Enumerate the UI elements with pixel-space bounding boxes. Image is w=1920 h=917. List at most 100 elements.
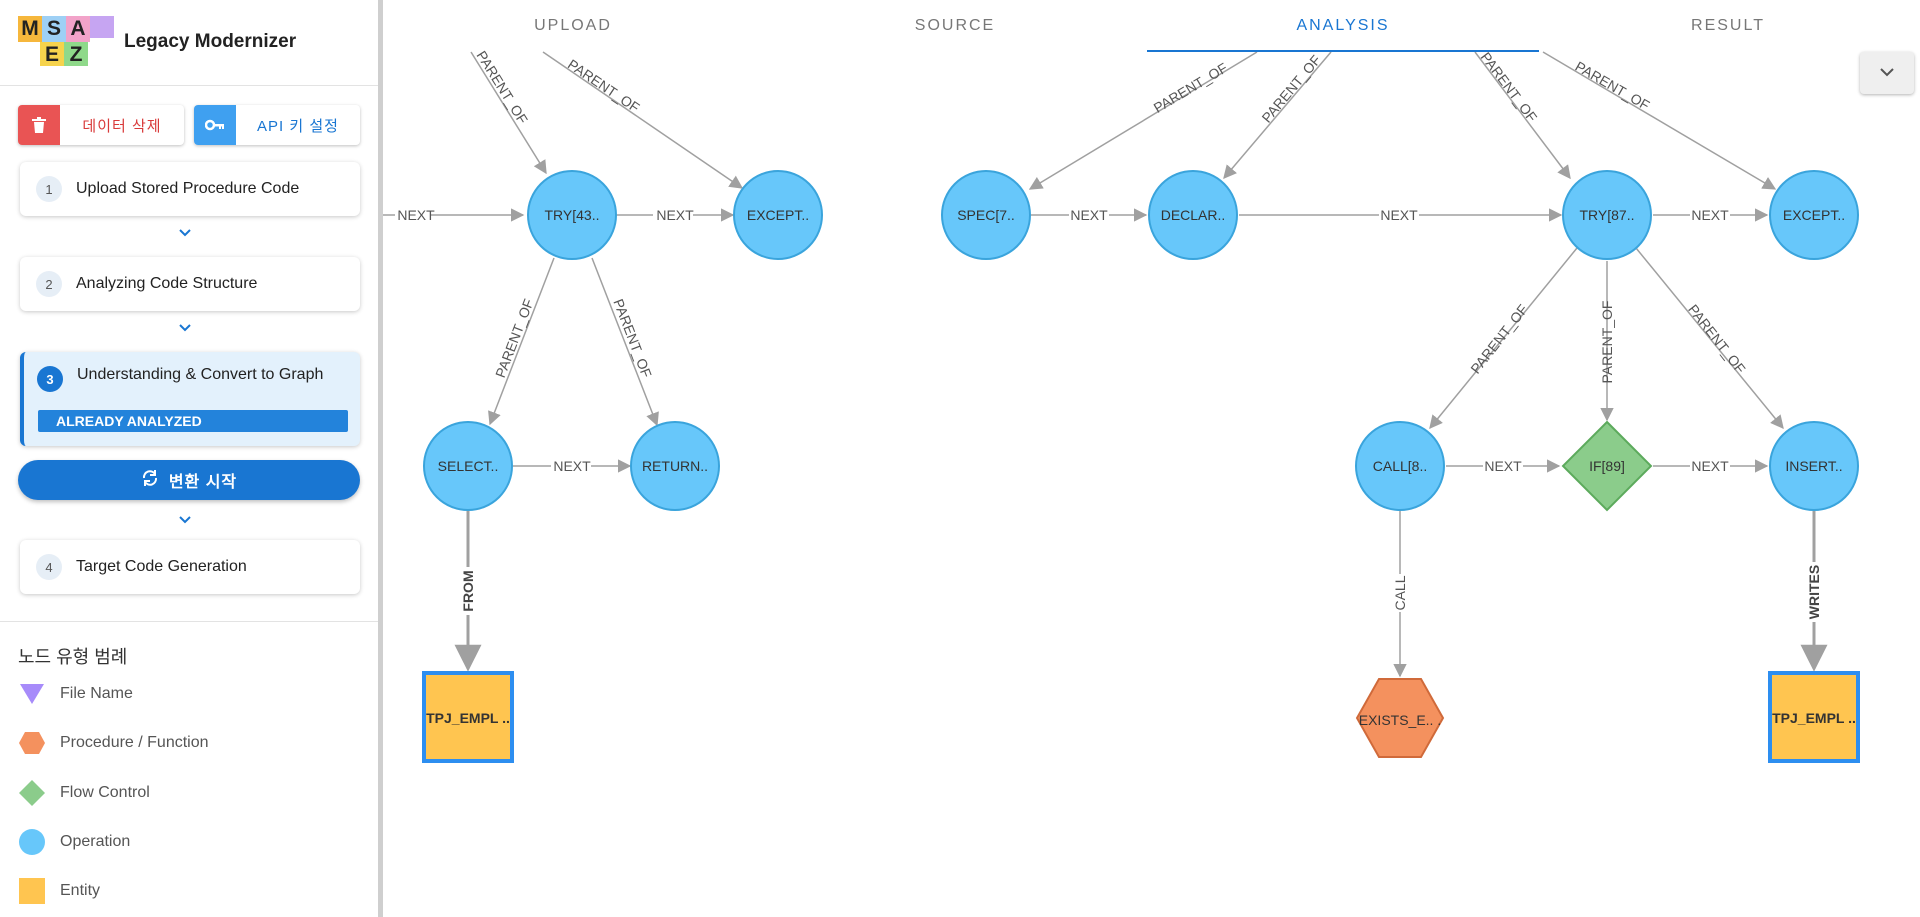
legend-item-file-name: File Name	[18, 680, 133, 708]
edge-label: NEXT	[1691, 207, 1729, 223]
triangle-icon	[18, 680, 46, 708]
delete-data-label: 데이터 삭제	[82, 117, 162, 135]
action-buttons: 데이터 삭제 API 키 설정	[18, 105, 360, 145]
graph-node-procedure[interactable]: EXISTS_E.. .	[1355, 678, 1445, 758]
square-icon	[18, 877, 46, 905]
edge-parent-of: PARENT_OF	[1599, 261, 1615, 422]
edge-label: PARENT_OF	[473, 48, 531, 127]
delete-data-button[interactable]: 데이터 삭제	[18, 105, 184, 145]
graph-node-operation[interactable]: EXCEPT..	[1769, 170, 1859, 260]
edge-parent-of: PARENT_OF	[1223, 51, 1332, 180]
logo-block-e: E	[40, 42, 64, 66]
divider	[0, 85, 378, 86]
legend-item-procedure: Procedure / Function	[18, 729, 209, 757]
step-label: Analyzing Code Structure	[76, 275, 258, 292]
legend-label: Entity	[60, 882, 101, 899]
graph-node-operation[interactable]: TRY[43..	[527, 170, 617, 260]
edge-label: PARENT_OF	[610, 297, 655, 380]
sidebar-resize-handle[interactable]	[378, 0, 383, 917]
divider	[0, 621, 378, 622]
tab-analysis[interactable]: ANALYSIS	[1296, 17, 1390, 34]
start-convert-button[interactable]: 변환 시작	[18, 460, 360, 500]
edge-label: FROM	[460, 570, 476, 611]
api-key-label: API 키 설정	[257, 117, 339, 135]
edge-label: WRITES	[1806, 565, 1822, 619]
legend-label: Operation	[60, 833, 131, 850]
step-label: Target Code Generation	[76, 558, 247, 575]
step-analyzing[interactable]: 2 Analyzing Code Structure	[20, 257, 360, 311]
edge-label: NEXT	[1380, 207, 1418, 223]
graph-node-entity[interactable]: TPJ_EMPL ..	[1768, 671, 1860, 763]
edge-label: NEXT	[1484, 458, 1522, 474]
key-icon	[194, 105, 236, 145]
api-key-button[interactable]: API 키 설정	[194, 105, 360, 145]
graph-node-operation[interactable]: RETURN..	[630, 421, 720, 511]
legend-item-flow-control: Flow Control	[18, 779, 150, 807]
step-number: 1	[36, 176, 62, 202]
edge-parent-of: PARENT_OF	[542, 51, 744, 189]
legend-label: File Name	[60, 685, 133, 702]
collapse-panel-button[interactable]	[1860, 52, 1914, 94]
refresh-icon	[141, 469, 159, 492]
tab-source[interactable]: SOURCE	[914, 17, 996, 34]
tab-result[interactable]: RESULT	[1691, 17, 1765, 34]
step-label: Understanding & Convert to Graph	[77, 366, 324, 383]
edge-call: CALL	[1391, 511, 1409, 678]
node-label: TRY[43..	[545, 207, 600, 223]
graph-node-entity[interactable]: TPJ_EMPL ..	[422, 671, 514, 763]
step-upload[interactable]: 1 Upload Stored Procedure Code	[20, 162, 360, 216]
edge-next: NEXT	[572, 206, 735, 224]
legend-label: Procedure / Function	[60, 734, 209, 751]
graph-node-operation[interactable]: EXCEPT..	[733, 170, 823, 260]
node-label: TPJ_EMPL ..	[426, 710, 510, 726]
tab-bar: UPLOAD SOURCE ANALYSIS RESULT	[383, 0, 1920, 52]
active-tab-indicator	[1147, 50, 1539, 52]
edge-label: PARENT_OF	[1151, 59, 1230, 115]
edge-next: NEXT	[513, 457, 632, 475]
node-label: EXCEPT..	[747, 207, 809, 223]
node-label: TRY[87..	[1580, 207, 1635, 223]
logo-block-m: M	[18, 16, 42, 42]
graph-node-operation[interactable]: INSERT..	[1769, 421, 1859, 511]
hexagon-icon	[18, 729, 46, 757]
circle-icon	[18, 828, 46, 856]
edge-next: NEXT	[1446, 457, 1561, 475]
graph-node-operation[interactable]: SELECT..	[423, 421, 513, 511]
graph-node-operation[interactable]: TRY[87..	[1562, 170, 1652, 260]
edge-next: NEXT	[1031, 206, 1148, 224]
edge-label: NEXT	[553, 458, 591, 474]
node-label: SPEC[7..	[957, 207, 1015, 223]
tab-upload[interactable]: UPLOAD	[534, 17, 612, 34]
legend-item-entity: Entity	[18, 877, 100, 905]
edge-label: PARENT_OF	[1467, 301, 1531, 376]
edge-label: PARENT_OF	[492, 297, 537, 380]
trash-icon	[18, 105, 60, 145]
legend-label: Flow Control	[60, 784, 150, 801]
step-number: 2	[36, 271, 62, 297]
step-label: Upload Stored Procedure Code	[76, 180, 300, 197]
app-title: Legacy Modernizer	[124, 31, 297, 52]
node-label: TPJ_EMPL ..	[1772, 710, 1856, 726]
edge-label: PARENT_OF	[1685, 301, 1749, 376]
graph-node-operation[interactable]: CALL[8..	[1355, 421, 1445, 511]
edge-next: NEXT	[1653, 457, 1769, 475]
graph-node-flow-control[interactable]: IF[89]	[1561, 420, 1653, 512]
chevron-down-icon	[1879, 64, 1895, 82]
edge-parent-of: PARENT_OF	[1028, 51, 1258, 190]
graph-node-operation[interactable]: DECLAR..	[1148, 170, 1238, 260]
graph-node-operation[interactable]: SPEC[7..	[941, 170, 1031, 260]
node-label: EXCEPT..	[1783, 207, 1845, 223]
edge-label: PARENT_OF	[565, 56, 643, 116]
logo-block-a: A	[66, 16, 90, 42]
status-badge: ALREADY ANALYZED	[38, 410, 348, 432]
step-understanding[interactable]: 3 Understanding & Convert to Graph ALREA…	[20, 352, 360, 446]
node-label: RETURN..	[642, 458, 708, 474]
logo-block-s: S	[42, 16, 66, 42]
graph-canvas[interactable]: NEXT NEXT PARENT_OF PARENT_OF PARENT_OF …	[383, 0, 1920, 917]
edge-parent-of: PARENT_OF	[1429, 247, 1578, 430]
edge-parent-of: PARENT_OF	[1542, 51, 1777, 190]
edge-next: NEXT	[1239, 206, 1563, 224]
step-target-code[interactable]: 4 Target Code Generation	[20, 540, 360, 594]
app-logo: M S A E Z	[18, 16, 114, 68]
edge-label: NEXT	[1070, 207, 1108, 223]
